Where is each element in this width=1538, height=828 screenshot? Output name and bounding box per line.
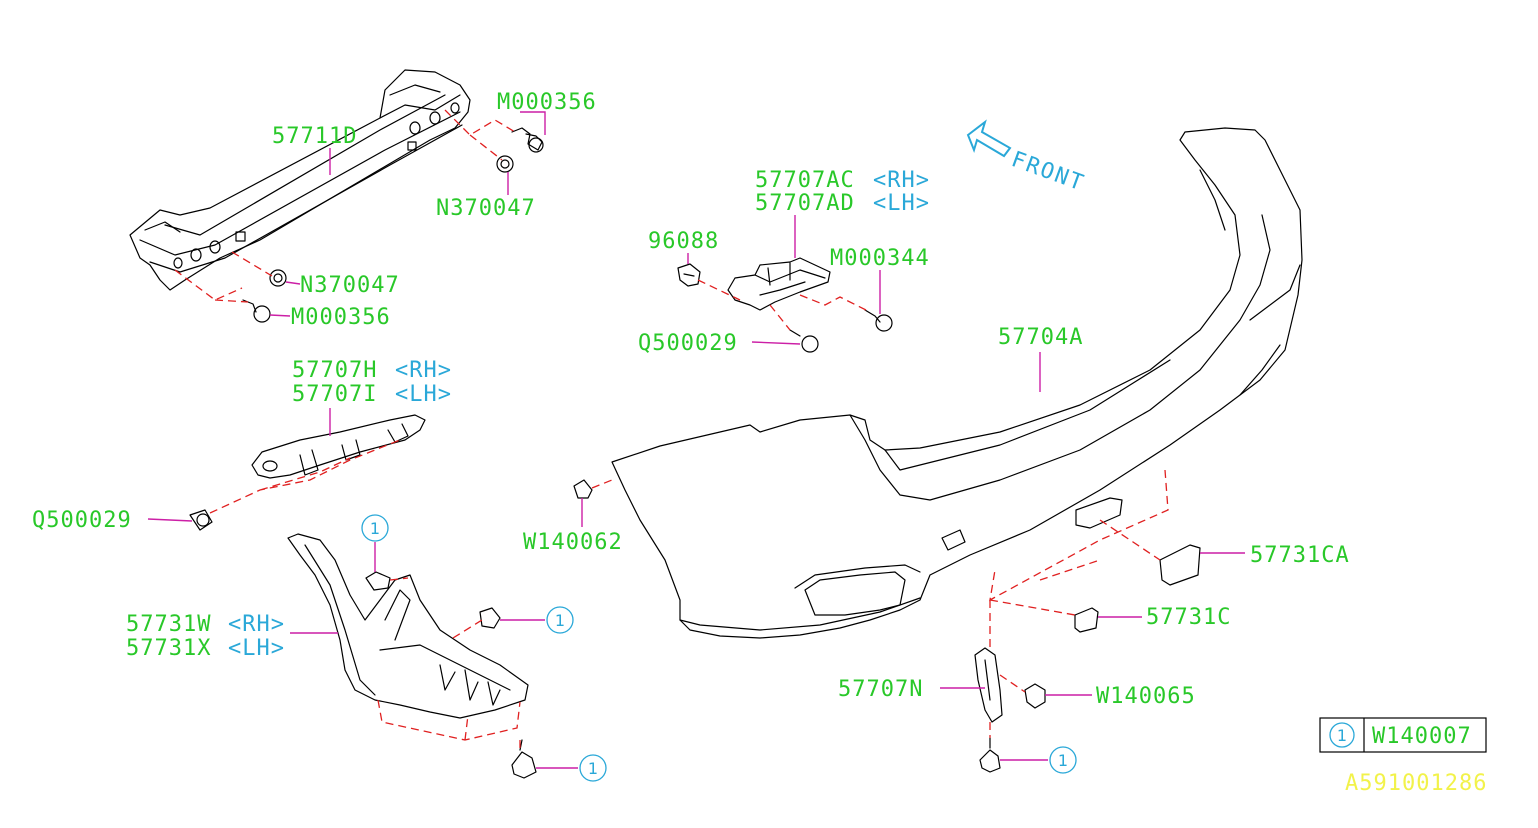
front-arrow-icon: [966, 119, 1012, 158]
legend-table: 1 W140007: [1319, 717, 1487, 753]
label-57707h: 57707H: [292, 358, 377, 383]
cover-57731c: [1074, 607, 1099, 633]
label-57707i: 57707I: [292, 382, 392, 407]
bolt-m000344: [864, 309, 893, 332]
dash-side-bracket: [209, 439, 401, 514]
nut-n370047-top: [496, 155, 514, 173]
ref-marker-bracket: 1: [1049, 746, 1077, 774]
reinforcement-beam: [129, 69, 471, 291]
dash-bracket-lower: [989, 600, 1026, 738]
screw-q500029-upper: [789, 329, 819, 353]
label-57731x: 57731X: [126, 636, 226, 661]
label-q500029-upper: Q500029: [638, 331, 738, 356]
screw-q500029-left: [189, 509, 213, 531]
label-w140065: W140065: [1096, 684, 1196, 709]
clip-ref-1-bracket: [979, 737, 1001, 773]
bolt-m000356-mid: [242, 299, 271, 323]
clip-96088: [677, 263, 701, 287]
label-96088: 96088: [648, 229, 719, 254]
bolt-m000356-top: [511, 127, 544, 153]
clip-ref-1-liner-top: [365, 571, 391, 591]
ref-marker-liner-right: 1: [546, 606, 574, 634]
label-m000344: M000344: [830, 246, 930, 271]
ref-number: 1: [588, 759, 598, 778]
leader-q500029-left: [147, 518, 193, 522]
front-label: FRONT: [1008, 147, 1088, 197]
leader-m000356-top: [520, 111, 546, 135]
rear-bumper-cover: [611, 127, 1303, 639]
label-w140062: W140062: [523, 530, 623, 555]
label-57707n: 57707N: [838, 677, 923, 702]
label-57731ca: 57731CA: [1250, 543, 1350, 568]
leader-q500029-upper: [751, 341, 801, 345]
dash-liner: [377, 577, 521, 752]
clip-ref-1-liner-bottom: [511, 739, 537, 779]
cover-57731ca: [1159, 544, 1201, 586]
side-bracket-57707ac: [727, 257, 831, 311]
dash-covers: [989, 469, 1169, 616]
dash-beam-mid: [174, 251, 273, 303]
ref-number: 1: [1058, 751, 1068, 770]
nut-n370047-mid: [269, 269, 287, 287]
ref-number: 1: [370, 519, 380, 538]
label-lh-57707ad: <LH>: [873, 191, 930, 216]
rear-side-bracket-57707h: [251, 414, 426, 479]
label-rh-57707h: <RH>: [395, 358, 452, 383]
leader-n370047-mid: [285, 281, 301, 285]
label-lh-57731x: <LH>: [228, 636, 285, 661]
label-57731c: 57731C: [1146, 605, 1231, 630]
label-m000356-top: M000356: [497, 90, 597, 115]
label-57711d: 57711D: [272, 124, 357, 149]
clip-w140062: [573, 479, 593, 499]
clip-ref-1-liner-right: [479, 607, 501, 629]
leader-m000356-mid: [269, 314, 291, 317]
label-lh-57707i: <LH>: [395, 382, 452, 407]
ref-marker-liner-bottom: 1: [579, 754, 607, 782]
clip-w140065: [1024, 683, 1046, 709]
label-m000356-mid: M000356: [291, 305, 391, 330]
label-57707ac: 57707AC: [755, 168, 855, 193]
label-57704a: 57704A: [998, 325, 1083, 350]
ref-number: 1: [555, 611, 565, 630]
label-rh-57731w: <RH>: [228, 612, 285, 637]
label-q500029-left: Q500029: [32, 508, 132, 533]
label-n370047-top: N370047: [436, 196, 536, 221]
label-rh-57707ac: <RH>: [873, 168, 930, 193]
label-57707ad: 57707AD: [755, 191, 855, 216]
label-57731w: 57731W: [126, 612, 211, 637]
diagram-code: A591001286: [1345, 771, 1487, 796]
legend-part-number: W140007: [1372, 724, 1472, 749]
ref-marker-liner-top: 1: [361, 514, 389, 542]
lower-bracket-57707n: [974, 647, 1003, 723]
rear-fender-liner: [287, 533, 529, 719]
dash-beam-top: [444, 109, 516, 161]
label-n370047-mid: N370047: [300, 273, 400, 298]
dash-w140062: [591, 479, 613, 489]
dash-bracket: [697, 279, 871, 331]
legend-number: 1: [1337, 726, 1347, 745]
